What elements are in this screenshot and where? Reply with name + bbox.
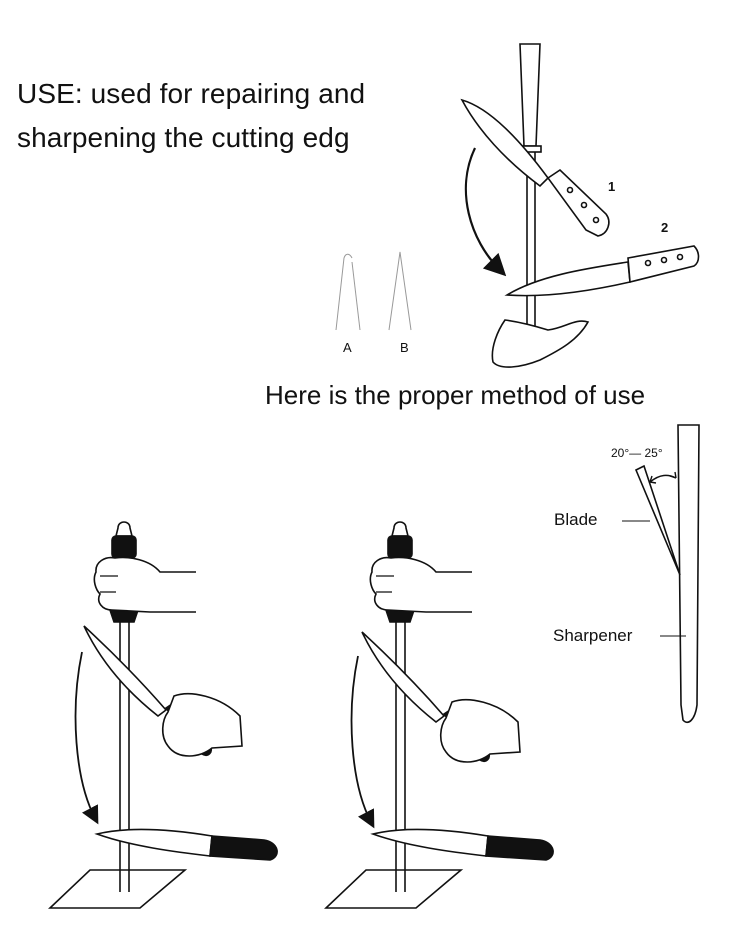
- sharpener-label: Sharpener: [553, 626, 633, 645]
- motion-arrow-left: [74, 651, 99, 825]
- edge-b-label: B: [400, 340, 409, 355]
- step-2-label: 2: [661, 220, 669, 235]
- step-1-label: 1: [608, 179, 616, 194]
- edge-profile-a: [335, 253, 361, 331]
- steel-rod-top: [519, 43, 541, 147]
- angle-diagram: [622, 424, 700, 724]
- top-sharpening-illustration: [460, 43, 700, 368]
- motion-arrow-middle: [350, 655, 375, 829]
- knife-hand-left: [161, 693, 243, 757]
- knife-position-2: [504, 245, 700, 297]
- motion-arrow-top: [464, 147, 507, 277]
- method-title: Here is the proper method of use: [265, 380, 646, 410]
- base-plate-left: [47, 869, 188, 909]
- edge-a-label: A: [343, 340, 352, 355]
- holding-hand-left: [93, 556, 196, 613]
- use-heading-line-1: USE: used for repairing and: [17, 78, 366, 109]
- lower-knife-middle: [370, 828, 489, 857]
- base-plate-middle: [323, 869, 464, 909]
- blade-label: Blade: [554, 510, 598, 529]
- knife-hand-middle: [439, 699, 521, 763]
- edge-profile-b: [388, 251, 412, 331]
- steel-base-top: [491, 319, 590, 368]
- holding-hand-middle: [369, 556, 472, 613]
- use-heading-line-2: sharpening the cutting edg: [17, 122, 350, 153]
- knife-position-1: [460, 98, 610, 237]
- bottom-middle-illustration: [323, 521, 554, 909]
- bottom-left-illustration: [47, 521, 278, 909]
- lower-knife-left: [94, 828, 213, 857]
- sharpener-outline: [677, 424, 700, 724]
- blade-outline: [634, 464, 681, 576]
- angle-range-label: 20°— 25°: [611, 446, 663, 460]
